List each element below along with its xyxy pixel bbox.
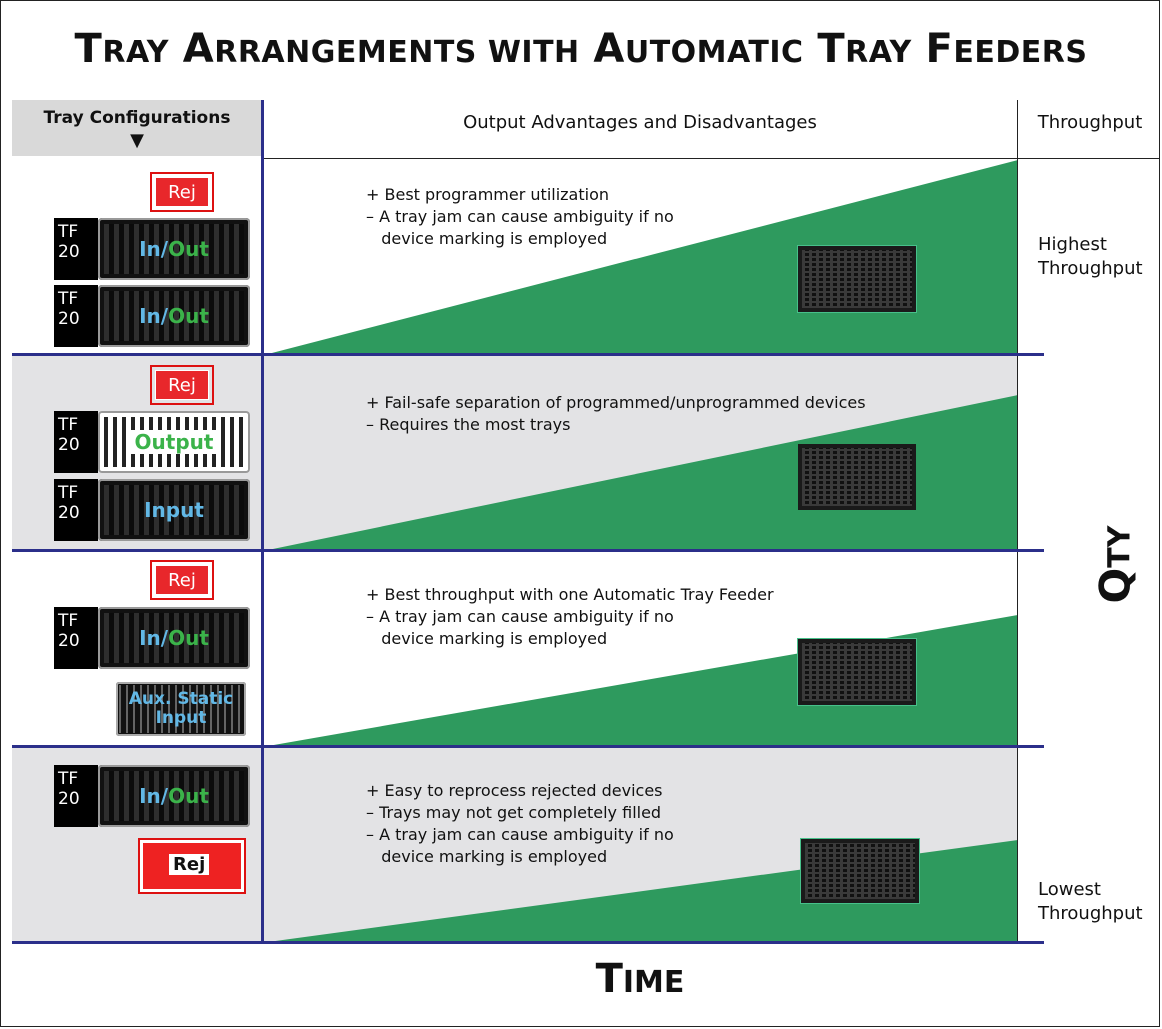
qty-axis-label: QTY (1090, 525, 1140, 604)
row-divider-2 (12, 549, 1044, 552)
tray-photo-row-3 (797, 638, 917, 706)
row-divider-1 (12, 353, 1044, 356)
down-arrow-icon: ▼ (130, 130, 144, 151)
row-divider-4 (12, 941, 1044, 944)
row-2-bullets: + Fail-safe separation of programmed/unp… (366, 393, 866, 434)
tray-photo-row-1 (797, 245, 917, 313)
row-4-bullets: + Easy to reprocess rejected devices – T… (366, 781, 674, 866)
tray-photo-row-2 (797, 443, 917, 511)
tray-photo-row-4 (800, 838, 920, 904)
tray-configurations-label: Tray Configurations (43, 108, 231, 128)
reject-tray: Rej (138, 838, 246, 894)
input-tray: Input (98, 479, 250, 541)
output-header: Output Advantages and Disadvantages (463, 112, 817, 133)
output-tray: Output (98, 411, 250, 473)
row-1-bullets: + Best programmer utilization – A tray j… (366, 185, 674, 248)
throughput-column-divider (1017, 100, 1018, 942)
reject-bin: Rej (150, 365, 214, 405)
reject-bin: Rej (150, 172, 214, 212)
row-3-bullets: + Best throughput with one Automatic Tra… (366, 585, 774, 648)
in-out-tray: In/Out (98, 765, 250, 827)
header-divider (262, 158, 1160, 159)
in-out-tray: In/Out (98, 285, 250, 347)
config-column-divider (261, 100, 264, 942)
time-axis-label: TIME (595, 956, 685, 1002)
in-out-tray: In/Out (98, 218, 250, 280)
wedge-row-2 (268, 395, 1018, 550)
reject-bin: Rej (150, 560, 214, 600)
tray-configurations-header: Tray Configurations ▼ (12, 100, 262, 156)
in-out-tray: In/Out (98, 607, 250, 669)
diagram-title: TRAY ARRANGEMENTS WITH AUTOMATIC TRAY FE… (74, 26, 1088, 72)
throughput-header: Throughput (1037, 112, 1143, 133)
row-divider-3 (12, 745, 1044, 748)
